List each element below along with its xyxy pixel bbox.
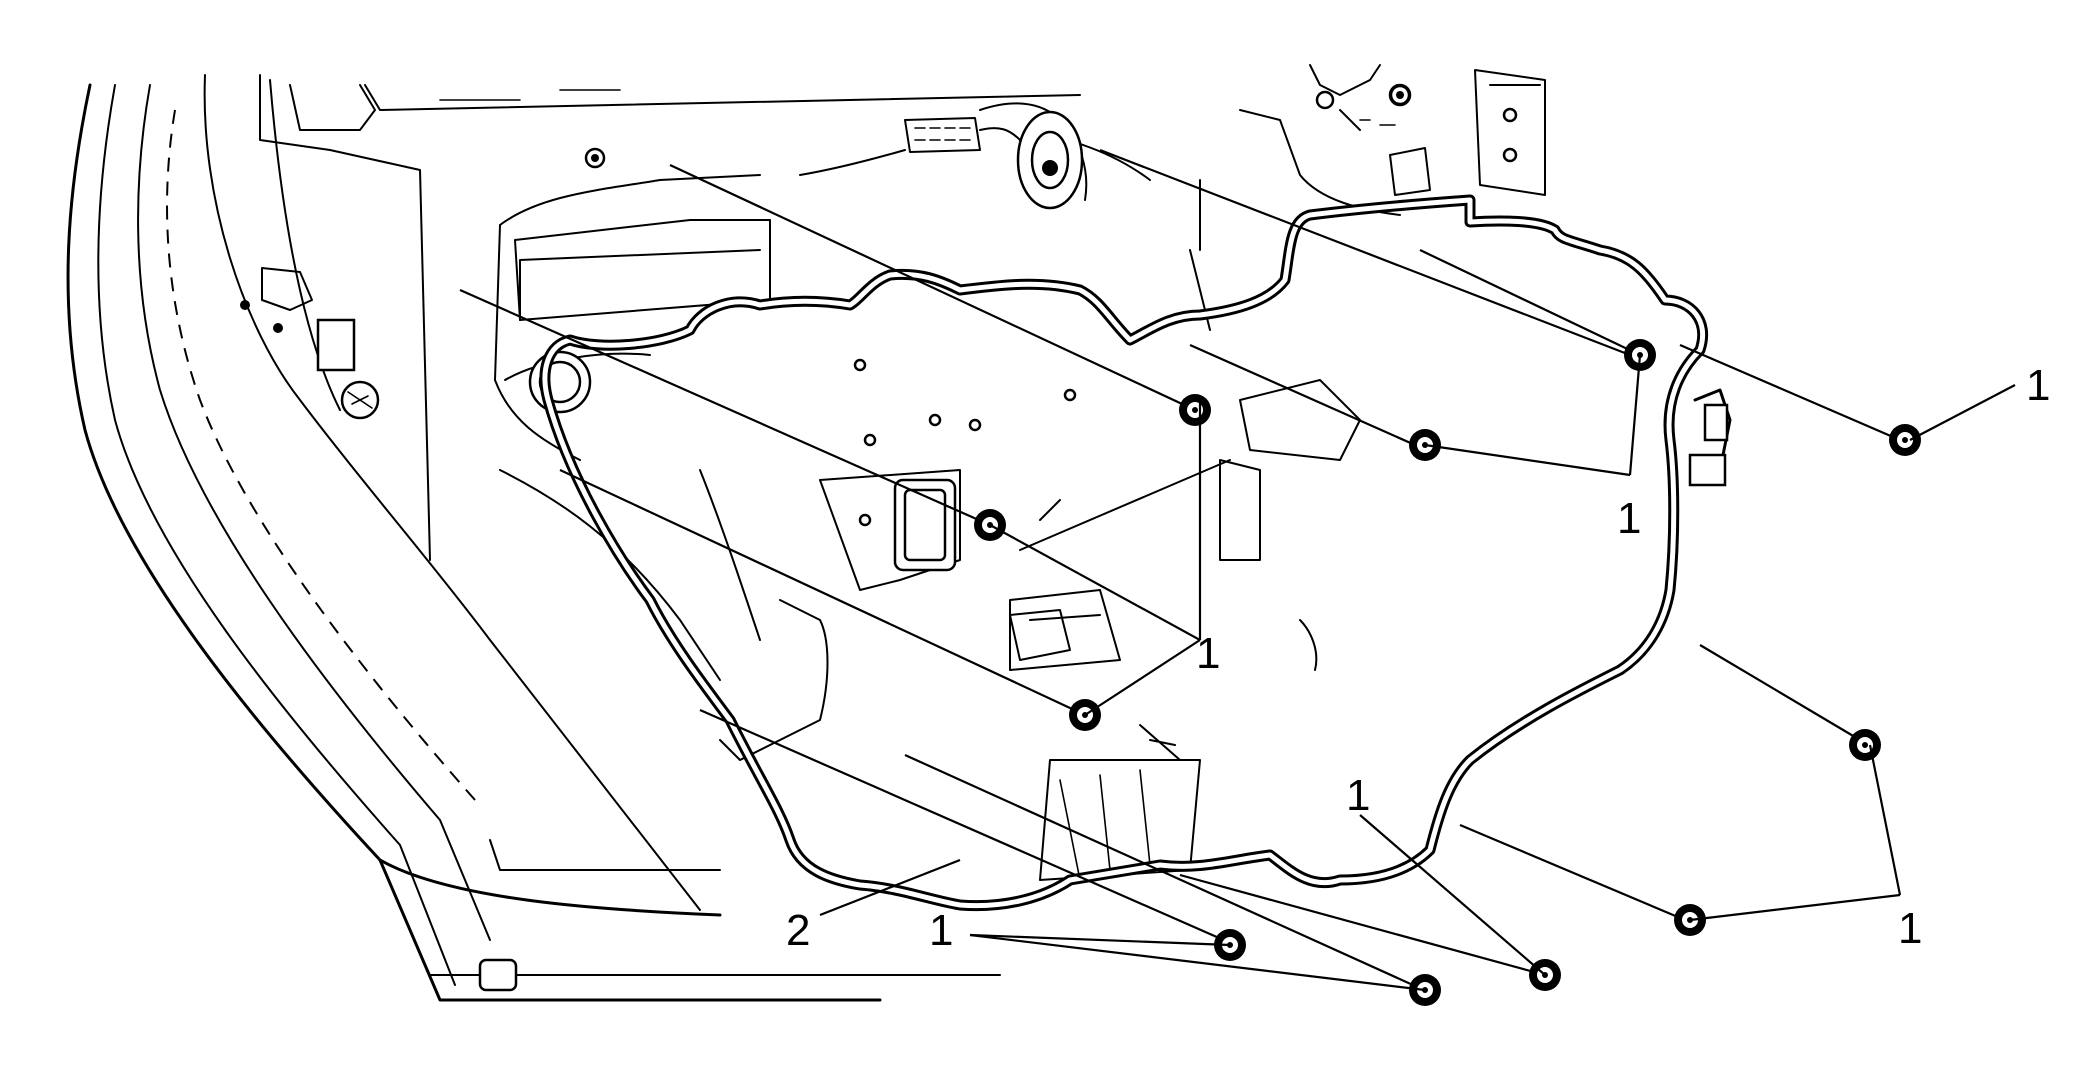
inner-door-structure [494, 64, 1546, 881]
alignment-lines [459, 148, 1901, 997]
callout-1-lower-center: 1 [1346, 771, 1370, 820]
callout-1-upper-right: 1 [1617, 494, 1641, 543]
water-deflector-gasket [539, 194, 1732, 912]
callout-1-lower-right: 1 [1898, 904, 1922, 953]
callout-1-center: 1 [1196, 629, 1220, 678]
fastener-nuts [974, 339, 1921, 1006]
nut-9 [1889, 424, 1921, 456]
callout-labels: 1 1 1 1 1 1 2 [786, 361, 2050, 955]
door-frame [66, 74, 1081, 1002]
callout-2-gasket: 2 [786, 906, 810, 955]
callout-leaders [819, 354, 2016, 992]
nut-10 [1849, 729, 1881, 761]
callout-1-top-right: 1 [2026, 361, 2050, 410]
callout-1-bottom-left: 1 [929, 906, 953, 955]
nut-1 [1179, 394, 1211, 426]
